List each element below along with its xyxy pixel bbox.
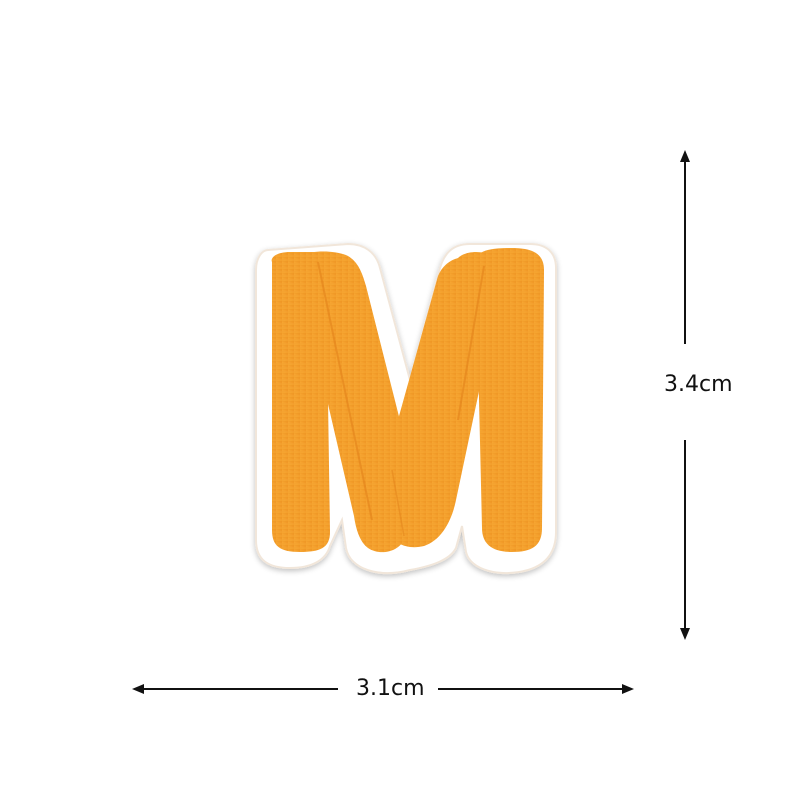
- height-dimension-label: 3.4cm: [664, 372, 733, 397]
- height-arrow: [680, 150, 690, 640]
- width-arrow: [132, 684, 634, 694]
- width-dimension-label: 3.1cm: [356, 676, 425, 701]
- letter-m-embroidery: [271, 248, 544, 553]
